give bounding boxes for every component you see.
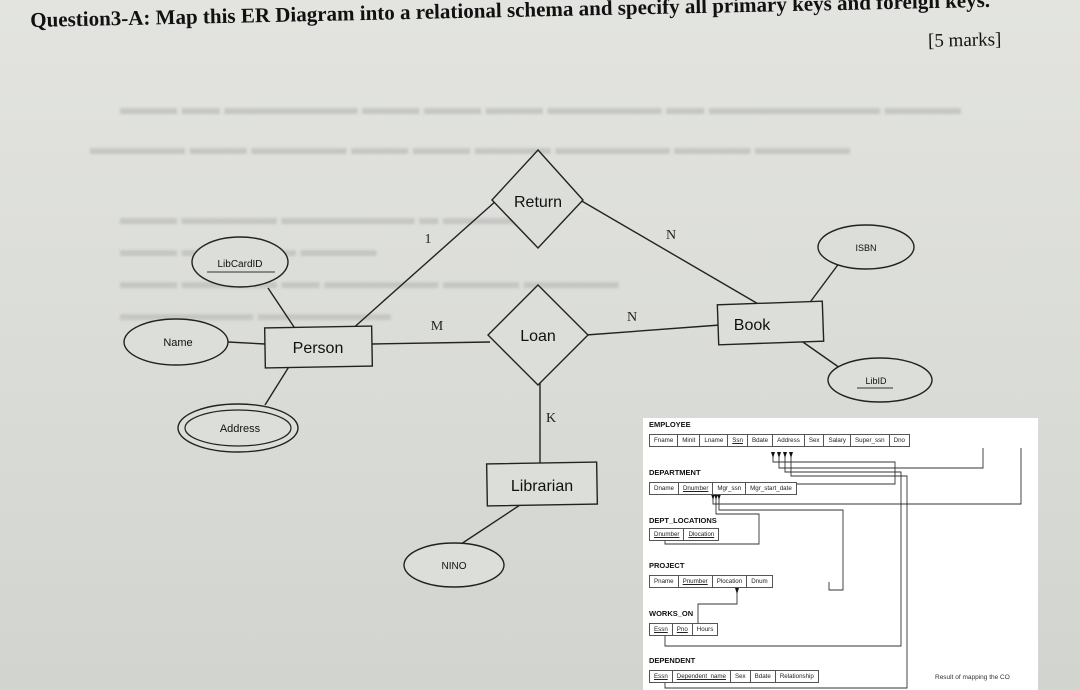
schema-primary-key: Pno: [673, 624, 693, 635]
foreign-key-arrows: [664, 448, 1022, 689]
librarian-label: Librarian: [511, 478, 573, 495]
bleed-through-text: ▬▬▬▬▬ ▬▬▬ ▬▬▬▬▬ ▬▬▬ ▬▬▬ ▬▬▬▬ ▬▬▬▬▬▬ ▬▬▬▬…: [90, 138, 850, 159]
nino-line: [454, 504, 521, 549]
bleed-through-text: ▬▬▬ ▬▬▬▬▬ ▬▬▬▬▬▬▬ ▬ ▬▬▬▬: [120, 208, 519, 229]
address-label: Address: [220, 423, 261, 435]
schema-primary-key: Dnumber: [650, 529, 685, 540]
schema-attribute: Dname: [650, 483, 679, 494]
relation-attributes-department: Dname Dnumber Mgr_ssn Mgr_start_date: [649, 482, 797, 495]
relation-attributes-dependent: Essn Dependent_name Sex Bdate Relationsh…: [649, 670, 819, 683]
relation-name: DEPENDENT: [649, 656, 696, 665]
person-loan-line: [371, 341, 491, 345]
relation-attributes-dept-locations: Dnumber Dlocation: [649, 528, 720, 541]
relation-name: WORKS_ON: [649, 609, 694, 618]
isbn-line: [807, 261, 841, 306]
cardinality-return-book: N: [666, 228, 676, 243]
name-label: Name: [163, 337, 192, 349]
libid-label: LibID: [865, 376, 887, 386]
book-entity: [716, 300, 825, 346]
librarian-entity: [485, 461, 599, 507]
schema-attribute: Dnum: [751, 578, 768, 585]
schema-attribute: Relationship: [779, 673, 814, 680]
person-entity: [263, 325, 374, 369]
libid-attribute: [827, 357, 933, 403]
relation-name: EMPLOYEE: [649, 420, 691, 429]
schema-attribute: Fname: [650, 435, 679, 446]
isbn-label: ISBN: [855, 243, 876, 253]
schema-attribute: Hours: [696, 626, 714, 633]
relation-attributes-project: Pname Pnumber Plocation Dnum: [649, 575, 773, 588]
schema-attribute: Lname: [700, 435, 729, 446]
schema-attribute: Bdate: [751, 671, 776, 682]
name-attribute: [123, 318, 229, 366]
return-label: Return: [514, 194, 562, 211]
schema-example-panel: EMPLOYEE Fname Minit Lname Ssn Bdate Add…: [643, 418, 1038, 690]
schema-attribute: Minit: [678, 435, 701, 446]
cardinality-person-loan: M: [431, 319, 444, 334]
cardinality-loan-book: N: [627, 310, 637, 325]
schema-attribute: Mgr_ssn: [713, 483, 747, 494]
nino-label: NINO: [442, 561, 467, 572]
schema-attribute: Dno: [893, 437, 905, 444]
cardinality-person-return: 1: [425, 232, 432, 247]
schema-primary-key: Ssn: [728, 435, 748, 446]
loan-label: Loan: [520, 328, 556, 345]
schema-attribute: Address: [773, 435, 805, 446]
relation-name: PROJECT: [649, 561, 685, 570]
schema-primary-key: Essn: [650, 671, 673, 682]
schema-primary-key: Dlocation: [688, 531, 715, 538]
person-return-line: [349, 199, 498, 332]
address-line: [264, 364, 291, 406]
bleed-through-text: ▬▬▬ ▬▬ ▬▬▬▬▬▬▬ ▬▬▬ ▬▬▬ ▬▬▬ ▬▬▬▬▬▬ ▬▬ ▬▬▬…: [120, 98, 961, 119]
address-multivalued-ring: [184, 409, 292, 447]
loan-book-line: [585, 324, 721, 336]
relation-attributes-employee: Fname Minit Lname Ssn Bdate Address Sex …: [649, 434, 910, 447]
libcardid-label: LibCardID: [217, 259, 262, 270]
libcardid-line: [267, 287, 297, 331]
schema-attribute: Super_ssn: [851, 435, 890, 446]
schema-attribute: Bdate: [748, 435, 774, 446]
person-label: Person: [293, 340, 344, 357]
schema-attribute: Sex: [731, 671, 751, 682]
book-label: Book: [734, 317, 771, 334]
schema-primary-key: Pnumber: [679, 576, 713, 587]
schema-attribute: Salary: [824, 435, 852, 446]
schema-attribute: Plocation: [713, 576, 748, 587]
libcardid-attribute: [191, 236, 289, 288]
address-attribute: [177, 403, 299, 453]
schema-caption: Result of mapping the CO: [935, 674, 1010, 681]
relation-attributes-works-on: Essn Pno Hours: [649, 623, 719, 636]
schema-attribute: Mgr_start_date: [750, 485, 792, 492]
name-line: [227, 341, 266, 345]
nino-attribute: [403, 542, 505, 588]
schema-primary-key: Dnumber: [679, 483, 714, 494]
schema-attribute: Sex: [805, 435, 825, 446]
schema-attribute: Pname: [650, 576, 679, 587]
schema-primary-key: Dependent_name: [673, 671, 731, 682]
relation-name: DEPT_LOCATIONS: [649, 516, 717, 525]
schema-primary-key: Essn: [650, 624, 673, 635]
isbn-attribute: [817, 224, 915, 270]
loan-relationship: [487, 284, 589, 386]
relation-name: DEPARTMENT: [649, 468, 701, 477]
return-relationship: [491, 148, 584, 250]
return-book-line: [579, 199, 761, 306]
cardinality-loan-librarian: K: [546, 411, 556, 426]
